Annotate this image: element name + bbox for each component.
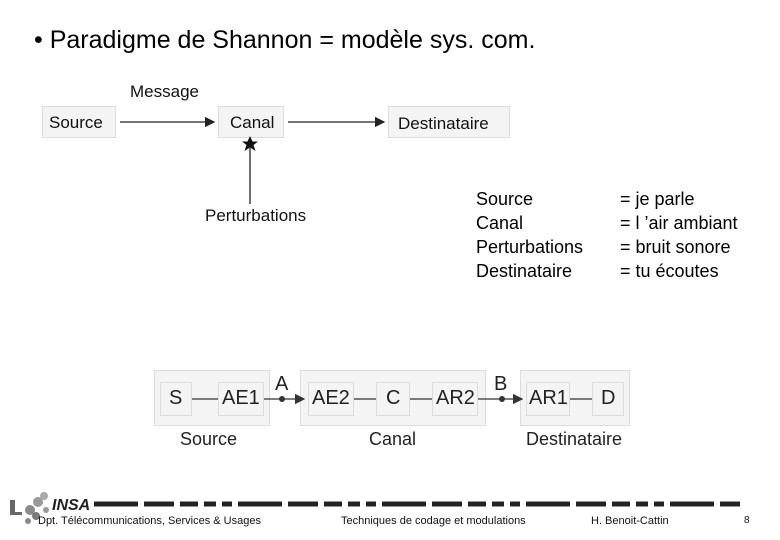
c-block xyxy=(376,382,410,416)
definition-meaning: = l ’air ambiant xyxy=(620,213,738,233)
source-caption: Source xyxy=(180,429,238,449)
footer-dashed-rule xyxy=(94,501,740,507)
definition-term: Destinataire xyxy=(476,261,573,281)
insa-logo: INSA xyxy=(10,492,90,524)
canal-label: Canal xyxy=(230,113,275,132)
definition-meaning: = tu écoutes xyxy=(620,261,719,281)
definition-meanings: = je parle = l ’air ambiant = bruit sono… xyxy=(620,187,738,283)
ae2-label: AE2 xyxy=(312,387,350,409)
perturbations-label: Perturbations xyxy=(205,206,307,225)
ae1-label: AE1 xyxy=(222,387,260,409)
destinataire-label: Destinataire xyxy=(398,114,489,133)
canal-caption: Canal xyxy=(369,429,417,449)
s-block xyxy=(160,382,192,416)
ae1-block xyxy=(218,382,264,416)
point-a-dot xyxy=(279,396,285,402)
diagram1-arrows xyxy=(120,116,386,204)
definition-term: Perturbations xyxy=(476,237,584,257)
definition-terms: Source Canal Perturbations Destinataire xyxy=(476,187,583,283)
footer-dept: Dpt. Télécommunications, Services & Usag… xyxy=(38,515,261,527)
source-box xyxy=(42,106,116,138)
ar2-label: AR2 xyxy=(436,387,475,409)
diagram2-connectors xyxy=(192,393,592,405)
a-label: A xyxy=(275,373,289,395)
ae2-block xyxy=(308,382,354,416)
s-label: S xyxy=(169,387,183,409)
page-number: 8 xyxy=(744,515,750,526)
definition-term: Source xyxy=(476,189,534,209)
ar1-label: AR1 xyxy=(529,387,568,409)
message-label: Message xyxy=(130,82,199,101)
canal-box xyxy=(218,106,284,138)
c-label: C xyxy=(386,387,401,409)
footer-author: H. Benoit-Cattin xyxy=(591,515,669,527)
point-b-dot xyxy=(499,396,505,402)
definition-meaning: = je parle xyxy=(620,189,695,209)
source-label: Source xyxy=(49,113,103,132)
slide-title: • Paradigme de Shannon = modèle sys. com… xyxy=(34,26,536,54)
definition-term: Canal xyxy=(476,213,524,233)
perturbation-star-icon xyxy=(242,136,258,151)
d-block xyxy=(592,382,624,416)
d-label: D xyxy=(601,387,616,409)
destinataire-box xyxy=(388,106,510,138)
definition-meaning: = bruit sonore xyxy=(620,237,731,257)
footer-course: Techniques de codage et modulations xyxy=(341,515,526,527)
ar2-block xyxy=(432,382,478,416)
ar1-block xyxy=(526,382,570,416)
insa-logo-text: INSA xyxy=(52,497,90,514)
b-label: B xyxy=(494,373,508,395)
destinataire-caption: Destinataire xyxy=(526,429,623,449)
